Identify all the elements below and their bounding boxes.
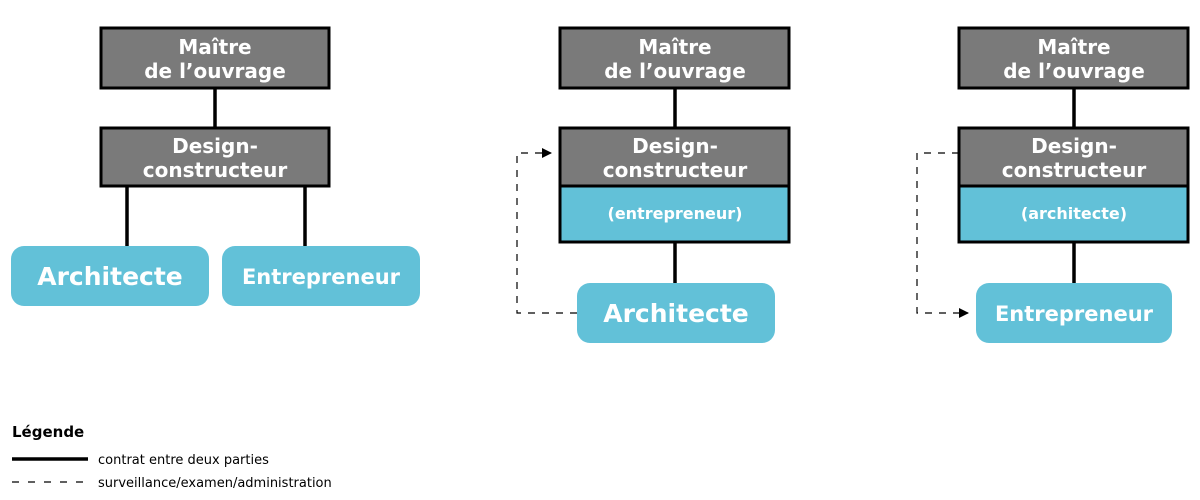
consultant-node: Entrepreneur [976,283,1172,343]
owner-box: Maître de l’ouvrage [99,26,331,90]
owner-label-line2: de l’ouvrage [1003,59,1145,83]
diagram-3: Maître de l’ouvrage Design- constructeur… [916,26,1190,343]
owner-label-line1: Maître [638,35,711,59]
diagram-2: Maître de l’ouvrage Design- constructeur… [516,26,791,343]
review-line-consultant-dc [516,148,577,314]
design-builder-label-line2: constructeur [1002,158,1147,182]
architect-node: Architecte [11,246,209,306]
owner-box: Maître de l’ouvrage [558,26,791,90]
architect-label: Architecte [37,262,183,291]
design-builder-box: Design- constructeur [558,126,791,188]
owner-label-line1: Maître [1037,35,1110,59]
owner-label-line2: de l’ouvrage [604,59,746,83]
design-builder-role-label: (architecte) [1021,204,1127,223]
design-builder-label-line2: constructeur [143,158,288,182]
contractor-node: Entrepreneur [222,246,420,306]
owner-label-line1: Maître [178,35,251,59]
legend-title: Légende [12,423,84,441]
legend-dashed-label: surveillance/examen/administration [98,476,332,491]
diagram-1: Maître de l’ouvrage Design- constructeur… [11,26,420,306]
design-builder-label-line1: Design- [632,134,718,158]
consultant-node: Architecte [577,283,775,343]
design-builder-box: Design- constructeur [99,126,331,188]
design-builder-role-label: (entrepreneur) [608,204,743,223]
design-builder-role-box: (entrepreneur) [558,184,791,244]
design-builder-label-line1: Design- [172,134,258,158]
consultant-label: Architecte [603,299,749,328]
contractor-label: Entrepreneur [242,265,401,289]
review-line-dc-consultant [916,152,969,318]
design-builder-role-box: (architecte) [957,184,1190,244]
consultant-label: Entrepreneur [995,302,1154,326]
design-builder-label-line2: constructeur [603,158,748,182]
design-builder-label-line1: Design- [1031,134,1117,158]
legend: Légende contrat entre deux parties surve… [12,423,332,491]
owner-box: Maître de l’ouvrage [957,26,1190,90]
legend-solid-label: contrat entre deux parties [98,453,269,468]
design-builder-box: Design- constructeur [957,126,1190,188]
owner-label-line2: de l’ouvrage [144,59,286,83]
